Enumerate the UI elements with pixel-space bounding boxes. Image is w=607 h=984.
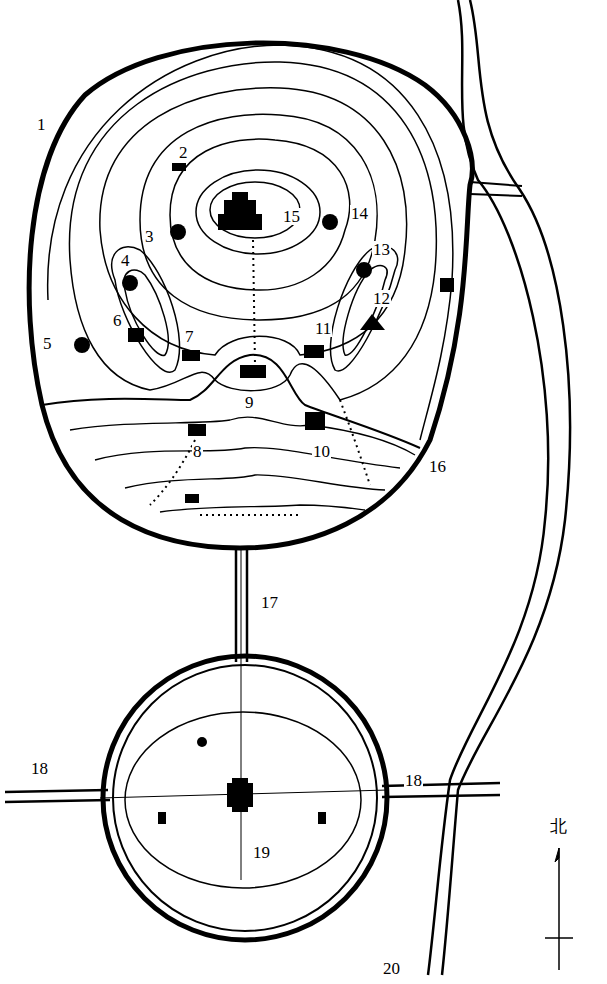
building-symbol [360, 314, 385, 330]
callout-number: 4 [120, 252, 131, 269]
altar-buildings [158, 737, 326, 824]
building-symbol [305, 412, 325, 430]
bridge [470, 182, 522, 196]
river [428, 0, 570, 975]
contour [330, 246, 397, 371]
footpath [200, 514, 300, 516]
building-symbol [240, 365, 266, 378]
building-symbol [185, 494, 199, 503]
callout-number: 20 [382, 960, 401, 977]
callout-number: 6 [112, 312, 123, 329]
north-arrow-cross [545, 937, 573, 939]
callout-number: 16 [428, 458, 447, 475]
south-altar [5, 548, 500, 940]
small-structure [318, 812, 326, 824]
contour-lines [48, 45, 453, 440]
contour [70, 417, 415, 455]
compass-label: 北 [549, 818, 568, 835]
callout-number: 14 [350, 205, 369, 222]
contour [100, 88, 407, 355]
contour [196, 170, 320, 254]
building-symbol [188, 424, 206, 436]
small-structure [197, 737, 207, 747]
contour [125, 475, 385, 490]
callout-number: 18 [404, 772, 423, 789]
contour [112, 247, 180, 372]
callout-number: 1 [36, 116, 47, 133]
pavilion-symbol [74, 337, 90, 353]
altar-symbol [227, 778, 253, 812]
ridge-divide [42, 355, 420, 448]
callout-number: 5 [42, 335, 53, 352]
building-symbol [172, 163, 186, 171]
moat-ring [113, 665, 377, 931]
paths [150, 240, 370, 515]
callout-number: 15 [282, 208, 301, 225]
hill-island [29, 43, 522, 548]
building-symbol [128, 328, 144, 342]
north-arrow [545, 848, 573, 970]
contour [140, 114, 377, 320]
contour [170, 139, 350, 290]
pavilion-symbol [122, 275, 138, 291]
axis-line [241, 548, 242, 880]
island-outline [29, 43, 472, 548]
contour [160, 505, 365, 512]
altar-ring [125, 712, 361, 888]
footpath [253, 240, 255, 365]
callout-number: 11 [314, 320, 332, 337]
callout-number: 17 [260, 594, 279, 611]
callout-number: 10 [312, 443, 331, 460]
callout-number: 8 [192, 443, 203, 460]
pavilion-symbol [356, 262, 372, 278]
pavilion-symbol [322, 214, 338, 230]
callout-number: 19 [252, 844, 271, 861]
south-slope-contours [70, 417, 415, 512]
callout-number: 9 [244, 394, 255, 411]
building-symbol [440, 278, 454, 292]
moat-ring [103, 656, 387, 940]
building-symbol [182, 350, 200, 361]
river-bank [442, 0, 570, 975]
callout-number: 7 [184, 328, 195, 345]
contour [48, 45, 453, 440]
callout-number: 2 [178, 144, 189, 161]
pavilion-symbol [170, 224, 186, 240]
north-arrow-head [555, 848, 559, 862]
footpath [340, 400, 370, 485]
callout-number: 3 [144, 228, 155, 245]
callout-number: 12 [372, 290, 391, 307]
callout-number: 18 [30, 760, 49, 777]
small-structure [158, 812, 166, 824]
contour [95, 448, 400, 468]
contour [343, 266, 387, 355]
contour [69, 62, 436, 400]
building-symbol [304, 345, 324, 358]
contour [210, 182, 300, 238]
river-bank [428, 0, 548, 975]
main-hall-symbol [218, 192, 262, 230]
callout-number: 13 [372, 241, 391, 258]
buildings [74, 163, 454, 503]
north-arrow-shaft [558, 848, 560, 970]
